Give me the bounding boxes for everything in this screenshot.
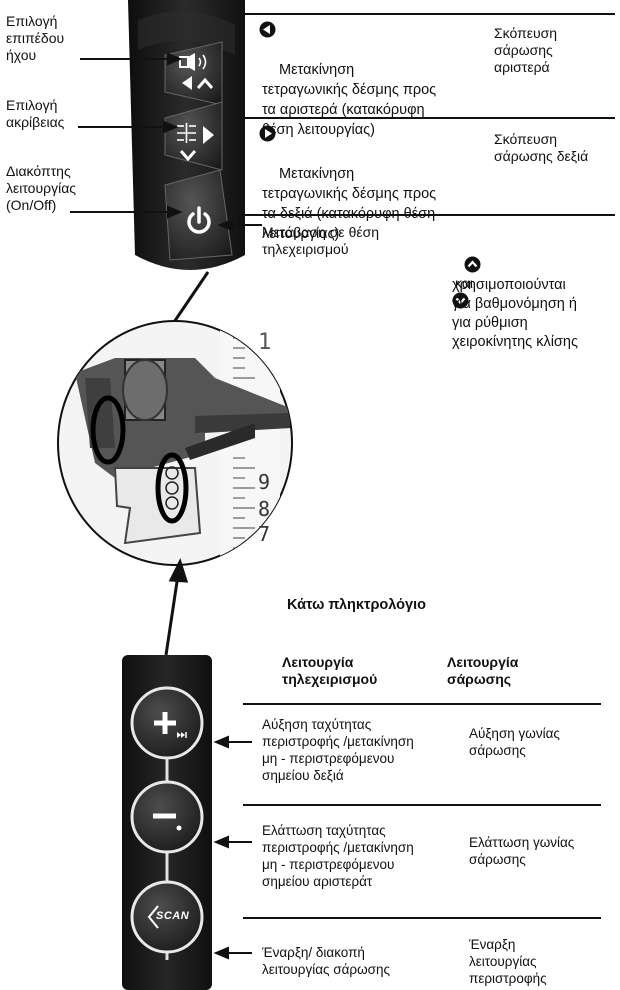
start-rotation-description: Έναρξη λειτουργίας περιστροφής — [469, 937, 547, 986]
volume-select-label: Επιλογή επιπέδου ήχου — [6, 13, 65, 63]
start-stop-scan-description: Έναρξη/ διακοπή λειτουργίας σάρωσης — [262, 945, 390, 977]
scan-right-description: Σκόπευση σάρωσης δεξιά — [494, 131, 589, 164]
upper-table-rule — [240, 13, 615, 15]
lower-table-rule — [243, 917, 601, 919]
lower-keypad-title: Κάτω πληκτρολόγιο — [287, 597, 426, 613]
increase-angle-description: Αύξηση γωνίας σάρωσης — [469, 726, 560, 758]
circle-down-button-icon — [452, 292, 469, 309]
plus-button[interactable] — [132, 688, 202, 758]
lower-pointer-lines — [213, 735, 252, 960]
circle-right-button-icon — [259, 125, 276, 142]
power-switch-label: Διακόπτης λειτουργίας (On/Off) — [6, 163, 77, 213]
upper-table-rule — [240, 214, 615, 216]
lower-keypad-photo — [122, 655, 212, 990]
scan-left-description: Σκόπευση σάρωσης αριστερά — [494, 25, 558, 75]
minus-button[interactable] — [132, 782, 202, 852]
upper-table-rule — [240, 117, 615, 119]
plus-icon — [154, 712, 187, 738]
col-header-remote: Λειτουργία τηλεχειρισμού — [282, 654, 378, 687]
beam-right-description: Μετακίνηση τετραγωνικής δέσμης προς τα δ… — [259, 124, 487, 264]
decrease-angle-description: Ελάττωση γωνίας σάρωσης — [469, 835, 575, 867]
left-up-arrows-icon[interactable] — [180, 74, 216, 92]
decrease-speed-description: Ελάττωση ταχύτητας περιστροφής /μετακίνη… — [262, 823, 414, 889]
speaker-icon — [179, 53, 207, 71]
remote-mode-description: Μετάβαση σε θέση τηλεχειρισμού — [262, 224, 380, 257]
right-arrow-icon[interactable] — [200, 124, 216, 146]
ruler-digit: 9 — [258, 470, 271, 494]
device-photo — [57, 320, 293, 566]
lower-keypad-to-device-arrow — [164, 558, 189, 656]
increase-speed-description: Αύξηση ταχύτητας περιστροφής /μετακίνηση… — [262, 717, 414, 783]
calibration-description: και χρησιμοποιούνται για βαθμονόμηση ή γ… — [452, 222, 617, 369]
beam-left-description: Μετακίνηση τετραγωνικής δέσμης προς τα α… — [259, 20, 487, 160]
lower-table-rule — [243, 804, 601, 806]
minus-icon — [153, 813, 182, 831]
upper-pointer-lines — [70, 52, 262, 232]
ruler-digit: 1 — [258, 330, 272, 355]
ruler-digit: 7 — [258, 522, 271, 546]
precision-select-label: Επιλογή ακρίβειας — [6, 97, 65, 130]
ruler-digit: 8 — [258, 497, 271, 521]
col-header-scan: Λειτουργία σάρωσης — [447, 654, 519, 687]
power-icon[interactable] — [184, 205, 214, 237]
circle-left-button-icon — [259, 21, 276, 38]
scan-icon — [147, 905, 159, 929]
precision-icon — [177, 123, 196, 143]
scan-button[interactable]: SCAN — [132, 882, 202, 952]
circle-up-button-icon — [464, 256, 481, 273]
scan-button-label: SCAN — [156, 910, 190, 922]
lower-table-rule — [243, 703, 601, 705]
down-arrow-icon[interactable] — [178, 148, 198, 162]
